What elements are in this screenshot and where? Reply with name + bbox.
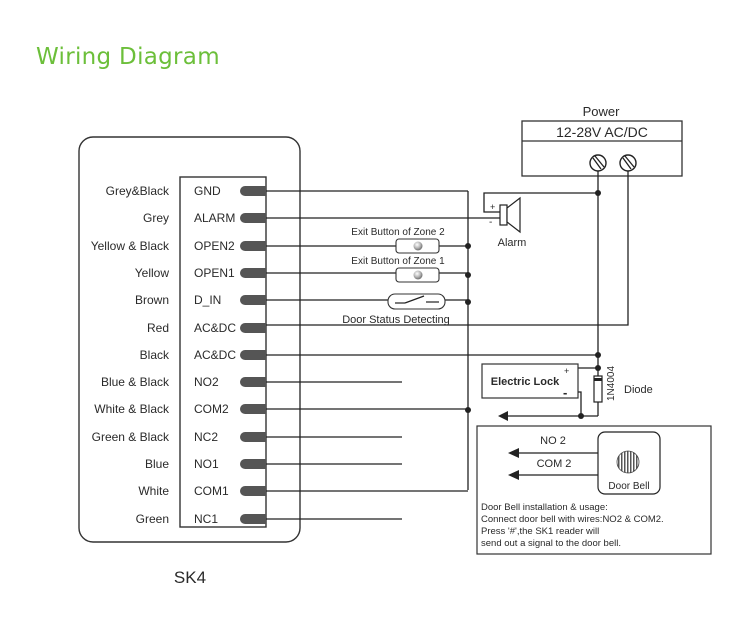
lock-minus: - <box>563 385 567 400</box>
terminal-label: NC1 <box>194 512 218 526</box>
exit-button-zone2-label: Exit Button of Zone 2 <box>351 227 445 238</box>
junction <box>465 243 471 249</box>
junction <box>595 365 601 371</box>
page-title: Wiring Diagram <box>36 44 220 70</box>
power-label: Power <box>583 104 621 119</box>
door-status-label: Door Status Detecting <box>342 314 450 326</box>
lock-minus-wire <box>578 391 582 416</box>
wire-color-label: Blue <box>145 457 169 471</box>
lock-label: Electric Lock <box>491 376 560 388</box>
power-wire-2 <box>266 171 629 326</box>
terminal-label: NO2 <box>194 375 219 389</box>
terminal-label: NC2 <box>194 430 218 444</box>
doorbell-com2-label: COM 2 <box>537 458 572 470</box>
arrow-icon <box>508 470 519 480</box>
terminal-label: OPEN1 <box>194 266 235 280</box>
exit-button-zone1-label: Exit Button of Zone 1 <box>351 256 445 267</box>
diode-label: Diode <box>624 384 653 396</box>
device-outline <box>78 136 301 543</box>
wire-color-label: White <box>138 484 169 498</box>
terminal-label: OPEN2 <box>194 239 235 253</box>
junction <box>595 190 601 196</box>
terminal-label: NO1 <box>194 457 219 471</box>
electric-lock <box>481 363 579 399</box>
doorbell-note-4: send out a signal to the door bell. <box>481 538 621 549</box>
doorbell-note-2: Connect door bell with wires:NO2 & COM2. <box>481 514 664 525</box>
wire-color-label: Green <box>136 512 169 526</box>
junction <box>578 413 584 419</box>
diode-part: 1N4004 <box>606 366 617 401</box>
alarm-label: Alarm <box>498 237 527 249</box>
terminal-label: COM2 <box>194 402 229 416</box>
terminal-label: D_IN <box>194 293 221 307</box>
alarm-plus: + <box>490 202 495 212</box>
wire-color-label: Yellow & Black <box>91 239 170 253</box>
wire-color-label: Grey&Black <box>106 184 170 198</box>
junction <box>465 299 471 305</box>
power-rating: 12-28V AC/DC <box>556 124 648 140</box>
exit-button-zone2 <box>395 238 440 254</box>
junction <box>465 272 471 278</box>
junction <box>465 407 471 413</box>
wire-color-label: Green & Black <box>92 430 170 444</box>
doorbell-panel <box>476 425 712 555</box>
door-status-switch <box>387 293 446 310</box>
terminal-label: ALARM <box>194 211 235 225</box>
alarm-speaker <box>499 196 521 234</box>
arrow-icon <box>498 411 508 421</box>
wire-color-label: Grey <box>143 211 169 225</box>
wire-color-label: Brown <box>135 293 169 307</box>
terminal-label: AC&DC <box>194 348 236 362</box>
doorbell-speaker-icon <box>616 450 640 474</box>
terminal-label: GND <box>194 184 221 198</box>
doorbell-no2-label: NO 2 <box>540 435 566 447</box>
device-name: SK4 <box>174 568 206 587</box>
alarm-minus: - <box>489 217 492 228</box>
junction <box>595 352 601 358</box>
wire-color-label: Yellow <box>135 266 170 280</box>
power-terminal-screw-1 <box>589 154 607 172</box>
lock-plus: + <box>564 366 569 376</box>
arrow-icon <box>508 448 519 458</box>
alarm-plus-wire <box>483 192 598 213</box>
doorbell-note-3: Press '#',the SK1 reader will <box>481 526 599 537</box>
terminal-label: AC&DC <box>194 321 236 335</box>
wire-color-label: Black <box>140 348 170 362</box>
doorbell-label: Door Bell <box>608 481 649 492</box>
doorbell-note-1: Door Bell installation & usage: <box>481 502 608 513</box>
terminal-label: COM1 <box>194 484 229 498</box>
exit-button-zone1 <box>395 267 440 283</box>
power-terminal-screw-2 <box>619 154 637 172</box>
wire-color-label: White & Black <box>94 402 170 416</box>
wire-color-label: Blue & Black <box>101 375 170 389</box>
wire-color-label: Red <box>147 321 169 335</box>
